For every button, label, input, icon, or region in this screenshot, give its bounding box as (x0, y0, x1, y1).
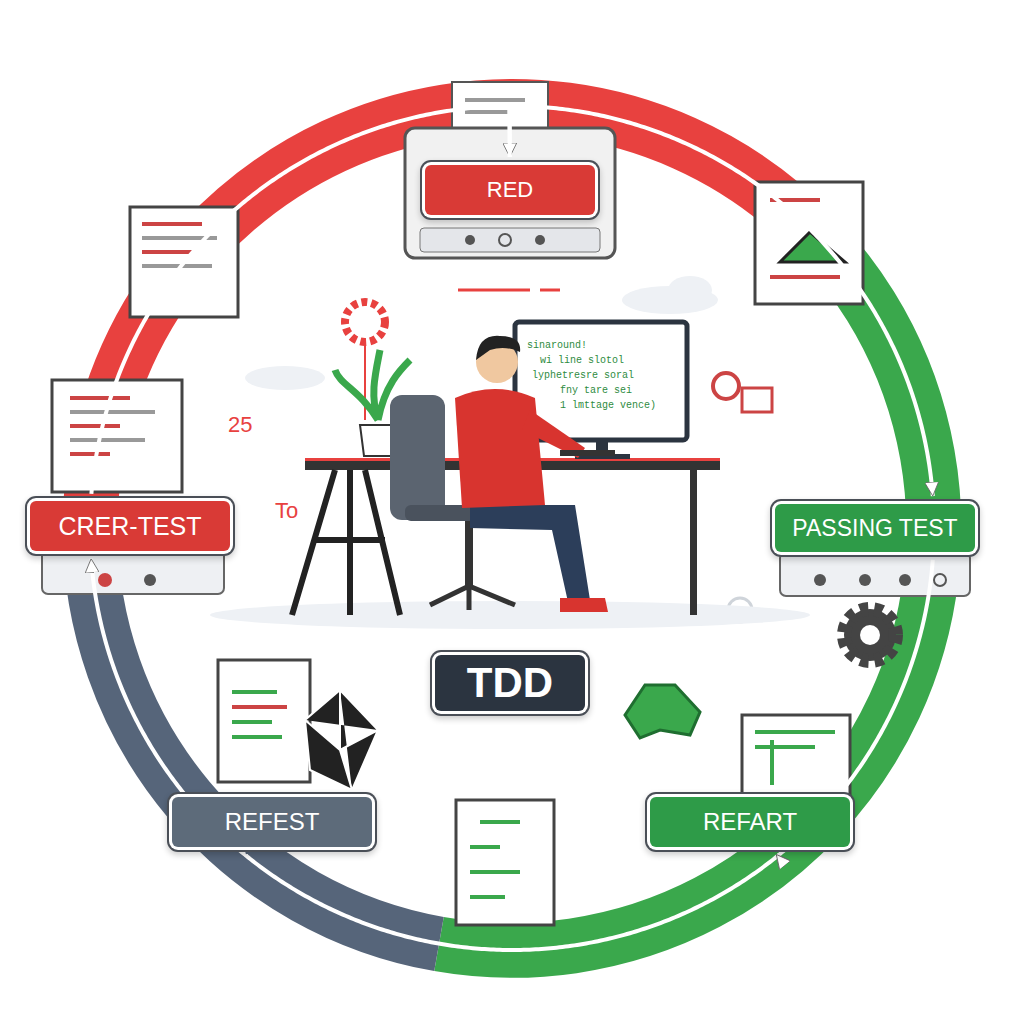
person-shoe (560, 598, 608, 612)
device-button (934, 574, 946, 586)
doc-line (470, 870, 520, 874)
screen-text: wi line slotol (540, 355, 624, 366)
doc-line (470, 895, 505, 899)
document (456, 800, 554, 925)
device-button (859, 574, 871, 586)
cloud (668, 276, 712, 304)
node-label: RED (487, 177, 533, 203)
cloud (245, 366, 325, 390)
node-label: CRER-TEST (58, 512, 201, 541)
card-icon (742, 388, 772, 412)
doc-line (755, 745, 815, 749)
document (742, 715, 850, 797)
phase-box: PASSING TEST (775, 504, 975, 552)
doc-line (232, 720, 272, 724)
device-button (499, 234, 511, 246)
ring-red (90, 106, 783, 528)
device-panel (42, 550, 224, 594)
gem-icon (305, 690, 378, 790)
desk-trestle (292, 470, 400, 615)
chair-back (390, 395, 445, 520)
document (52, 380, 182, 492)
gear-hole (860, 625, 880, 645)
screen-text: lyphetresre soral (532, 370, 634, 381)
keyboard (560, 450, 615, 456)
node-label: REFEST (225, 808, 320, 836)
device-button (144, 574, 156, 586)
doc-line (232, 690, 277, 694)
phase-box: REFART (650, 797, 850, 847)
doc-line (142, 250, 192, 254)
phase-box: CRER-TEST (30, 501, 230, 551)
doc-line (770, 275, 840, 279)
gear-stem (364, 345, 366, 420)
doc-line (232, 705, 287, 709)
gear-icon (345, 302, 385, 342)
chair-base (430, 586, 515, 610)
doc-line (70, 452, 110, 456)
doc-line (470, 845, 500, 849)
document (755, 182, 863, 304)
screen-text: 1 lmttage vence) (560, 400, 656, 411)
magnifier-icon (713, 373, 739, 399)
dash (458, 289, 530, 292)
title-box: TDD (435, 655, 585, 711)
doc-line (465, 110, 510, 114)
phase-box: REFEST (172, 797, 372, 847)
gear-icon (844, 609, 896, 661)
device-panel (780, 552, 970, 596)
note-number: 25 (228, 412, 252, 438)
doc-line (480, 820, 520, 824)
doc-line (142, 222, 202, 226)
screen-text: fny tare sei (560, 385, 632, 396)
doc-line (70, 410, 155, 414)
document (218, 660, 310, 782)
device-button (465, 235, 475, 245)
doc-line (770, 740, 774, 785)
screen-text: sinaround! (527, 340, 587, 351)
device-button (814, 574, 826, 586)
note-text: To (275, 498, 298, 524)
doc-line (70, 438, 145, 442)
node-label: REFART (703, 808, 797, 836)
node-label: PASSING TEST (792, 515, 957, 542)
ring-green (439, 205, 934, 950)
doc-line (465, 98, 525, 102)
dash (540, 289, 560, 292)
phase-box: RED (425, 165, 595, 215)
doc-line (232, 735, 282, 739)
recycle-icon (625, 685, 700, 738)
doc-line (70, 396, 130, 400)
device-button (535, 235, 545, 245)
chair-pole (465, 521, 473, 586)
person-legs (470, 505, 590, 602)
device-button (98, 573, 112, 587)
person-torso (455, 389, 545, 508)
doc-line (755, 730, 835, 734)
person-hair (476, 336, 520, 360)
device-button (899, 574, 911, 586)
device-panel (420, 228, 600, 252)
cycle-arrow (246, 854, 778, 950)
doc-line (70, 424, 120, 428)
doc-line (142, 264, 212, 268)
desk-leg (690, 470, 697, 615)
node-label: TDD (467, 659, 553, 707)
